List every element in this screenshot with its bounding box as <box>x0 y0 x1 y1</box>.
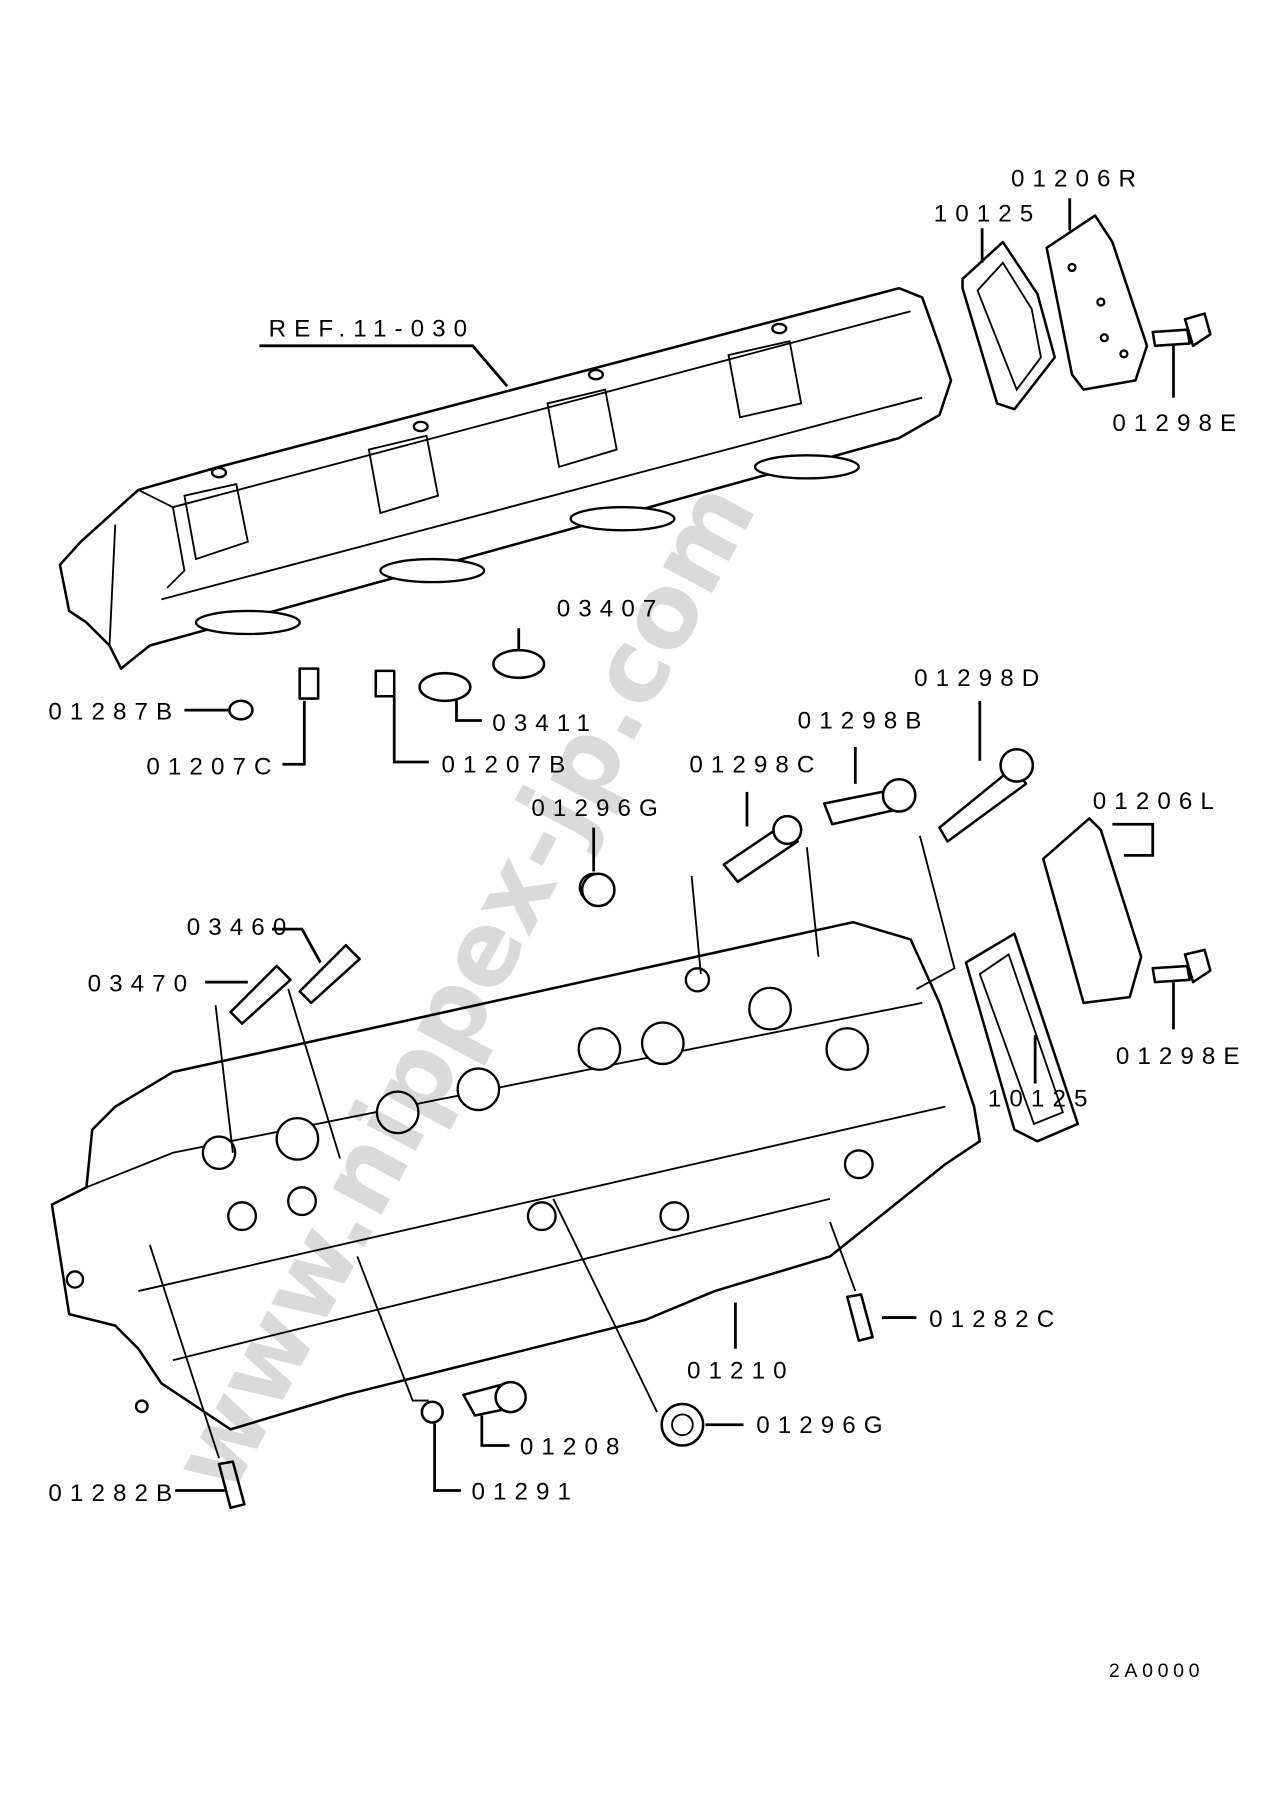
label-03411[interactable]: 03411 <box>492 710 598 737</box>
label-01207B[interactable]: 01207B <box>441 751 573 778</box>
lower-cylinder-head <box>50 872 982 1431</box>
upper-cylinder-head <box>58 286 953 670</box>
label-01298C[interactable]: 01298C <box>689 751 822 778</box>
part-labels: 01206R 10125 REF.11-030 01298E 03407 012… <box>48 166 1248 1682</box>
label-01296G-bottom[interactable]: 01296G <box>756 1412 891 1439</box>
figure-code: 2A0000 <box>1109 1660 1204 1682</box>
label-ref-11-030[interactable]: REF.11-030 <box>269 316 476 343</box>
cover-plate-right <box>1045 214 1149 391</box>
label-10125-top[interactable]: 10125 <box>934 200 1042 227</box>
label-03470[interactable]: 03470 <box>88 970 196 997</box>
label-01287B[interactable]: 01287B <box>48 698 180 725</box>
bolt-01298E-bottom <box>1151 948 1212 984</box>
label-01291[interactable]: 01291 <box>471 1479 579 1506</box>
label-03407[interactable]: 03407 <box>557 596 665 623</box>
small-parts <box>217 648 1035 1510</box>
label-01282B[interactable]: 01282B <box>48 1480 180 1507</box>
label-01208[interactable]: 01208 <box>520 1434 628 1461</box>
gasket-bottom <box>964 932 1080 1143</box>
label-01298B[interactable]: 01298B <box>798 708 930 735</box>
cam-cover-openings <box>183 340 803 561</box>
leader-lines <box>148 198 1175 1492</box>
label-01298D[interactable]: 01298D <box>914 665 1047 692</box>
label-01298E-top[interactable]: 01298E <box>1112 410 1244 437</box>
label-01298E-bottom[interactable]: 01298E <box>1116 1043 1248 1070</box>
gasket-top <box>961 240 1057 411</box>
head-bolt-holes <box>194 322 860 636</box>
label-01206L[interactable]: 01206L <box>1093 788 1222 815</box>
label-01282C[interactable]: 01282C <box>929 1306 1062 1333</box>
bolt-01298E-top <box>1151 312 1212 348</box>
label-01210[interactable]: 01210 <box>687 1358 795 1385</box>
label-01206R[interactable]: 01206R <box>1011 166 1144 193</box>
label-10125-bottom[interactable]: 10125 <box>988 1086 1096 1113</box>
label-01207C[interactable]: 01207C <box>146 754 279 781</box>
label-03460[interactable]: 03460 <box>187 914 295 941</box>
cover-plate-left <box>1041 817 1143 1005</box>
label-01296G-top[interactable]: 01296G <box>531 795 666 822</box>
